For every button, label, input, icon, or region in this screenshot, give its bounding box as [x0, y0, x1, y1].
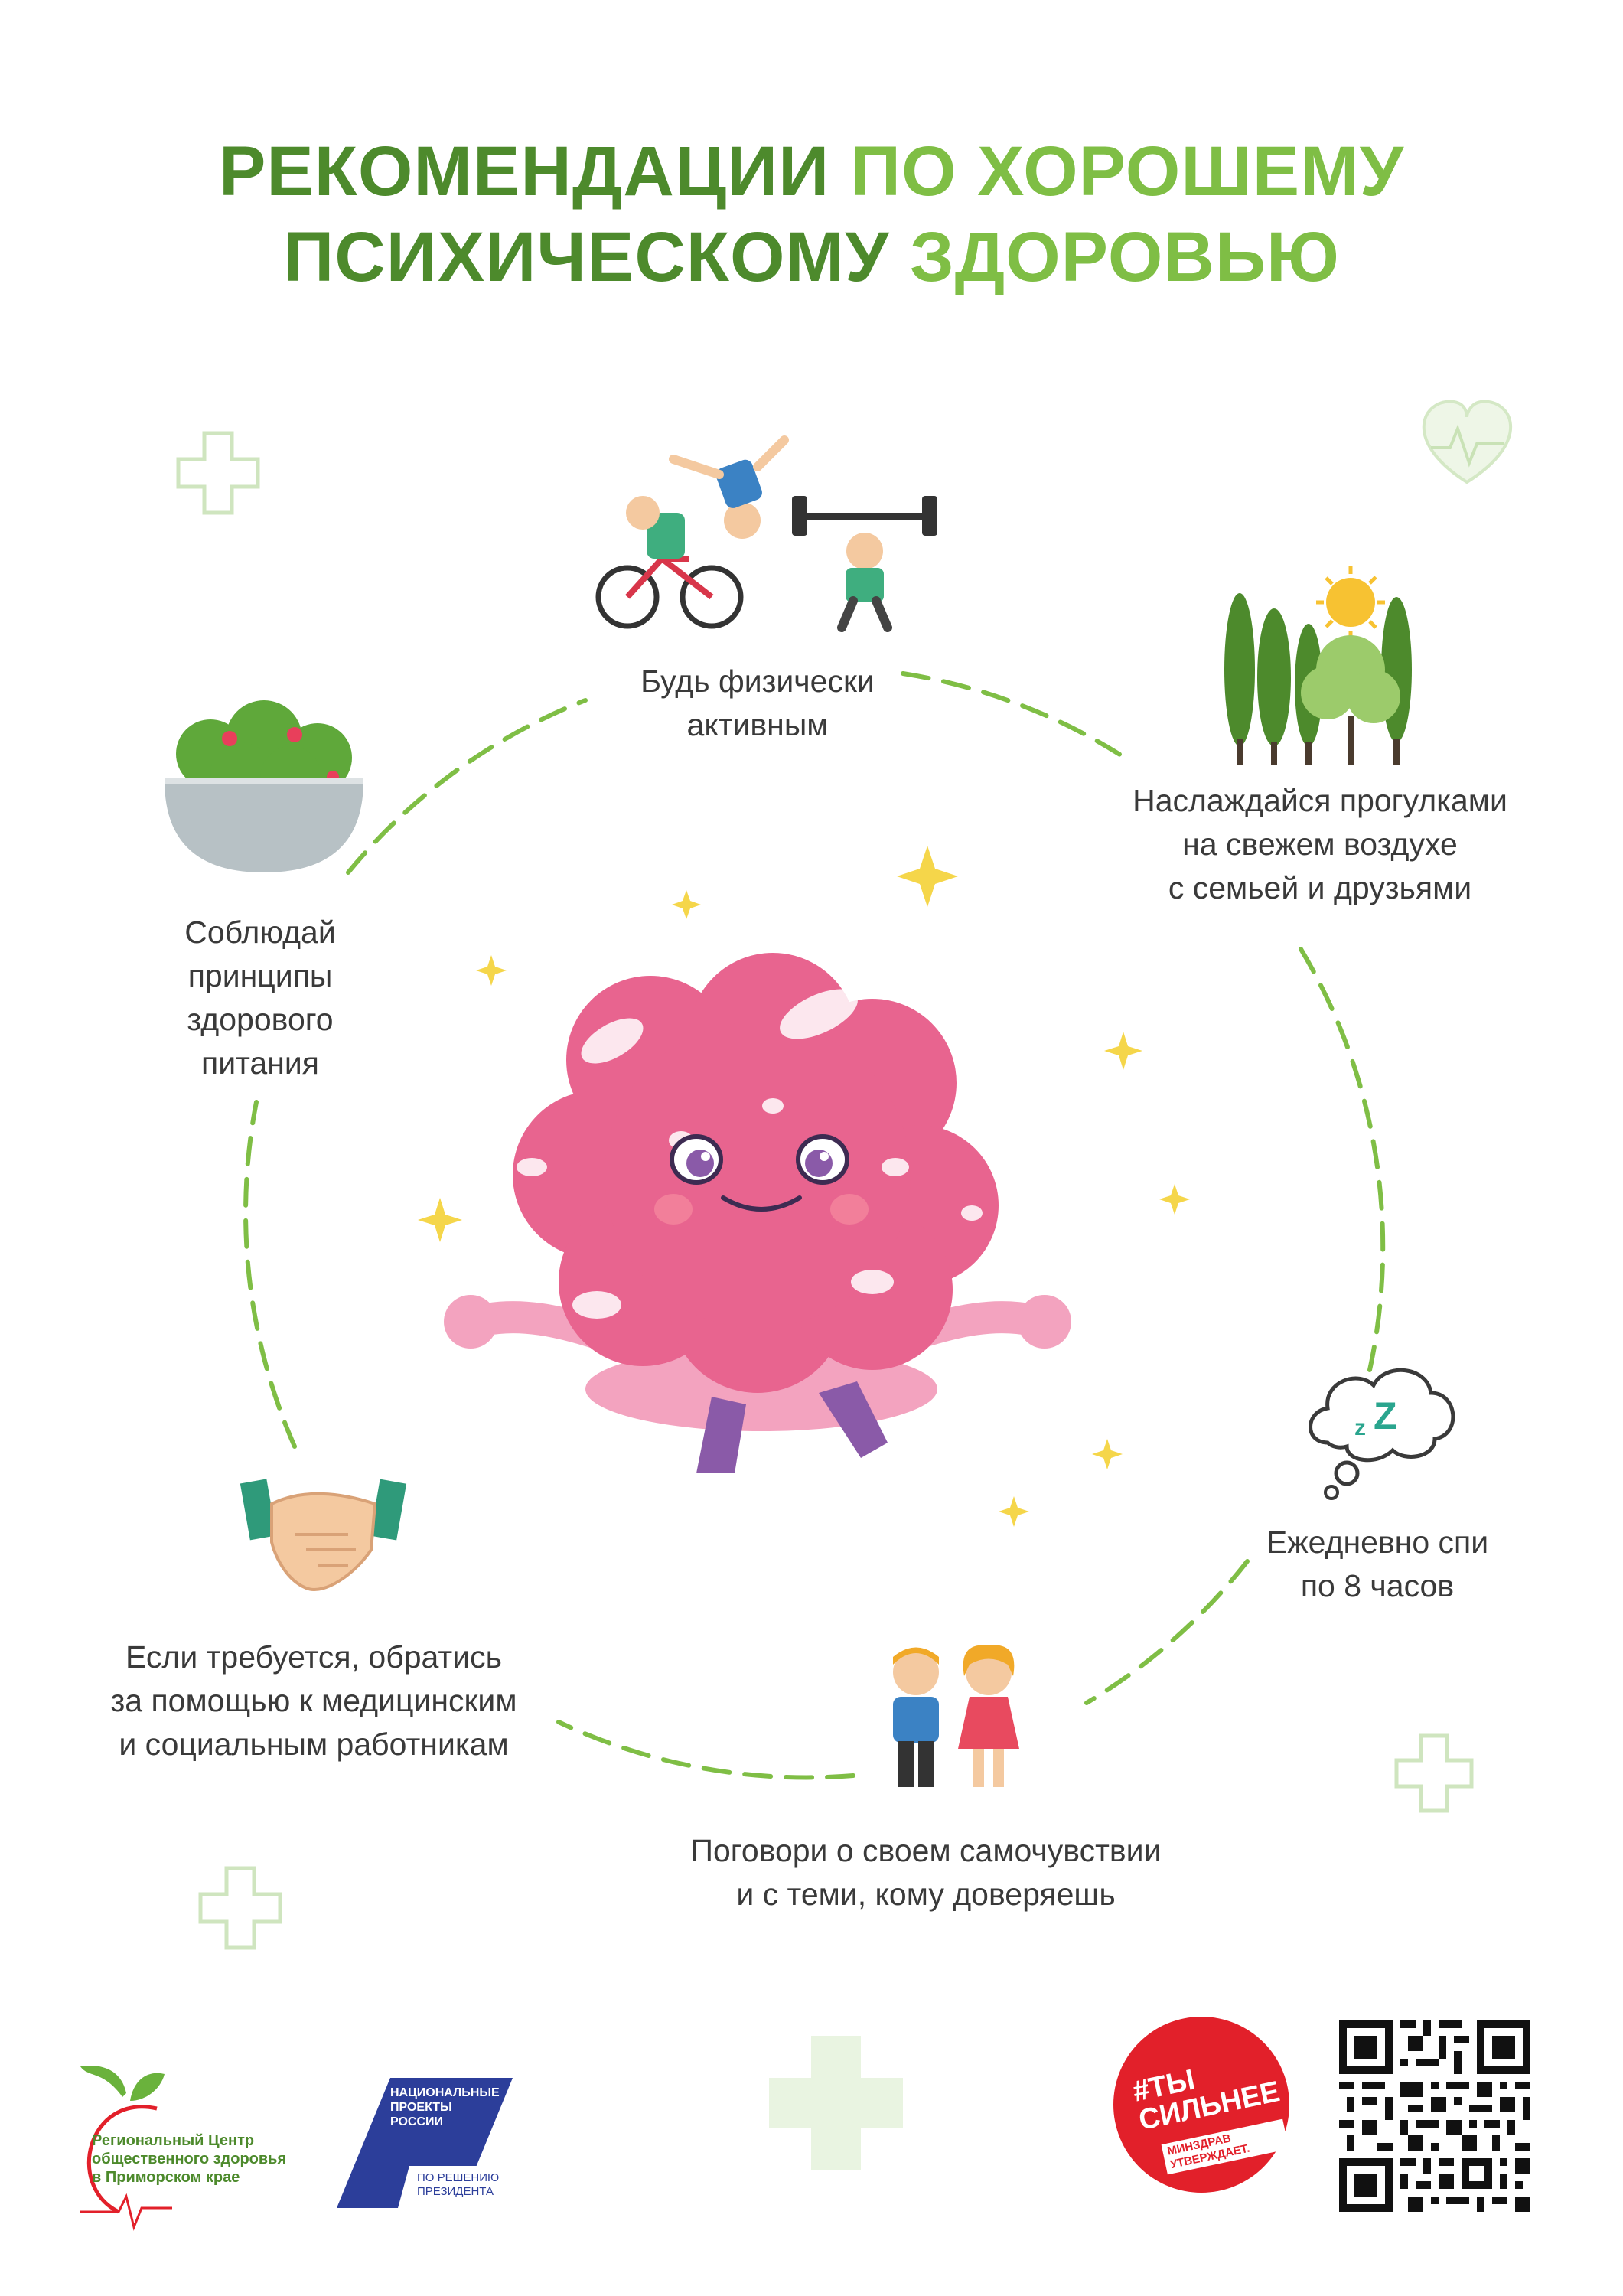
national-projects-logo: НАЦИОНАЛЬНЫЕ ПРОЕКТЫ РОССИИ ПО РЕШЕНИЮ П… — [337, 2078, 528, 2216]
sleep-text-small: z — [1354, 1415, 1366, 1440]
dashed-circle — [243, 671, 1386, 1780]
qr-code[interactable] — [1339, 2020, 1530, 2212]
sparkle-icon — [418, 846, 1190, 1527]
tip-help: Если требуется, обратись за помощью к ме… — [110, 1639, 517, 1762]
tip-talk: Поговори о своем самочувствии и с теми, … — [690, 1833, 1162, 1912]
campaign-hashtag: #ТЫ СИЛЬНЕЕ — [1129, 2063, 1283, 2137]
regional-center-name: Региональный Центр общественного здоровь… — [92, 2132, 287, 2186]
page-title: РЕКОМЕНДАЦИИ ПО ХОРОШЕМУ ПСИХИЧЕСКОМУ ЗД… — [218, 132, 1405, 296]
apple-logo-icon — [80, 2066, 172, 2231]
sleep-cloud-icon: z Z — [1309, 1368, 1455, 1500]
sleep-text-large: Z — [1374, 1394, 1397, 1437]
couple-icon — [893, 1645, 1019, 1787]
plus-icon — [176, 431, 1474, 1950]
tip-walks: Наслаждайся прогулками на свежем воздухе… — [1133, 783, 1507, 905]
plus-icon — [769, 2036, 903, 2170]
tip-sleep: Ежедневно спи по 8 часов — [1266, 1525, 1489, 1603]
regional-center-logo: Региональный Центр общественного здоровь… — [73, 2055, 333, 2231]
national-projects-title: НАЦИОНАЛЬНЫЕ ПРОЕКТЫ РОССИИ — [390, 2086, 500, 2128]
salad-icon — [165, 700, 363, 872]
tip-activity: Будь физически активным — [640, 664, 875, 742]
campaign-badge: #ТЫ СИЛЬНЕЕ МИНЗДРАВ УТВЕРЖДАЕТ. — [1113, 2017, 1289, 2193]
brain-mascot — [444, 953, 1071, 1473]
national-projects-emblem — [337, 2078, 513, 2208]
tip-nutrition: Соблюдай принципы здорового питания — [184, 915, 336, 1081]
sports-icon — [595, 435, 937, 632]
national-projects-subtitle: ПО РЕШЕНИЮ ПРЕЗИДЕНТА — [417, 2171, 500, 2198]
heart-icon — [1422, 400, 1513, 484]
forest-icon — [1224, 566, 1412, 765]
handshake-icon — [240, 1479, 407, 1591]
